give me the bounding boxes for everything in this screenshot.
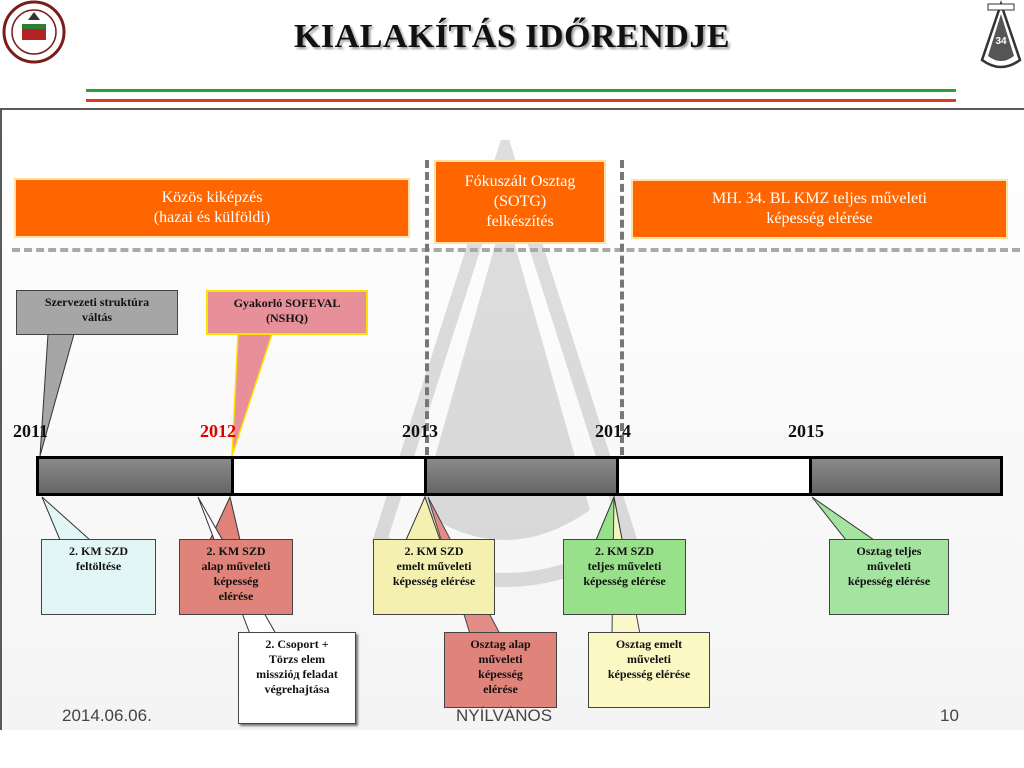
timeline-divider: [616, 459, 619, 493]
callout-km-szd-basic-capability: 2. KM SZD alap műveleti képesség elérése: [179, 539, 293, 615]
timeline-divider: [424, 459, 427, 493]
phase-boundary-right: [620, 160, 624, 455]
stripe-red: [86, 99, 956, 102]
year-label-2011: 2011: [13, 421, 49, 441]
stripe-green: [86, 89, 956, 92]
callout-km-szd-filling: 2. KM SZD feltöltése: [41, 539, 156, 615]
year-label-2015: 2015: [788, 421, 824, 441]
callout-squad-full-capability: Osztag teljes műveleti képesség elérése: [829, 539, 949, 615]
timeline-segment-2013: [427, 459, 616, 493]
callout-km-szd-enhanced-capability: 2. KM SZD emelt műveleti képesség elérés…: [373, 539, 495, 615]
timeline-segment-2012: [234, 459, 424, 493]
footer-date: 2014.06.06.: [62, 706, 152, 725]
timeline-segment-2015: [812, 459, 1000, 493]
year-label-2012: 2012: [200, 421, 236, 441]
phase-box-full-capability: MH. 34. BL KMZ teljes műveleti képesség …: [631, 179, 1008, 239]
svg-text:34: 34: [995, 36, 1007, 47]
timeline-divider: [809, 459, 812, 493]
timeline-divider: [231, 459, 234, 493]
phase-boundary-left: [425, 160, 429, 455]
timeline-segment-2011: [39, 459, 231, 493]
callout-structure-change: Szervezeti struktúra váltás: [16, 290, 178, 335]
year-label-2014: 2014: [595, 421, 631, 441]
page-title: KIALAKÍTÁS IDŐRENDJE: [293, 18, 731, 55]
phase-divider-line: [12, 248, 1020, 252]
slide-header: KIALAKÍTÁS IDŐRENDJE 34: [0, 0, 1024, 102]
phase-box-joint-training: Közös kiképzés (hazai és külföldi): [14, 178, 410, 238]
emblem-left-icon: [0, 0, 72, 66]
footer-classification: NYÍLVÁNOS: [456, 706, 553, 725]
callout-squad-enhanced-capability: Osztag emelt műveleti képesség elérése: [588, 632, 710, 708]
year-label-2013: 2013: [402, 421, 438, 441]
callout-km-szd-full-capability: 2. KM SZD teljes műveleti képesség eléré…: [563, 539, 686, 615]
stripe-white: [86, 95, 956, 98]
timeline-segment-2014: [619, 459, 809, 493]
callout-sofeval-exercise: Gyakorló SOFEVAL (NSHQ): [206, 290, 368, 335]
callout-group-mission: 2. Csoport + Törzs elem misszióд feladat…: [238, 632, 356, 724]
emblem-right-icon: 34: [978, 0, 1024, 76]
phase-box-sotg-preparation: Fókuszált Osztag (SOTG) felkészítés: [434, 160, 606, 244]
timeline-bar: [36, 456, 1003, 496]
footer-page-number: 10: [940, 706, 959, 725]
callout-squad-basic-capability: Osztag alap műveleti képesség elérése: [444, 632, 557, 708]
